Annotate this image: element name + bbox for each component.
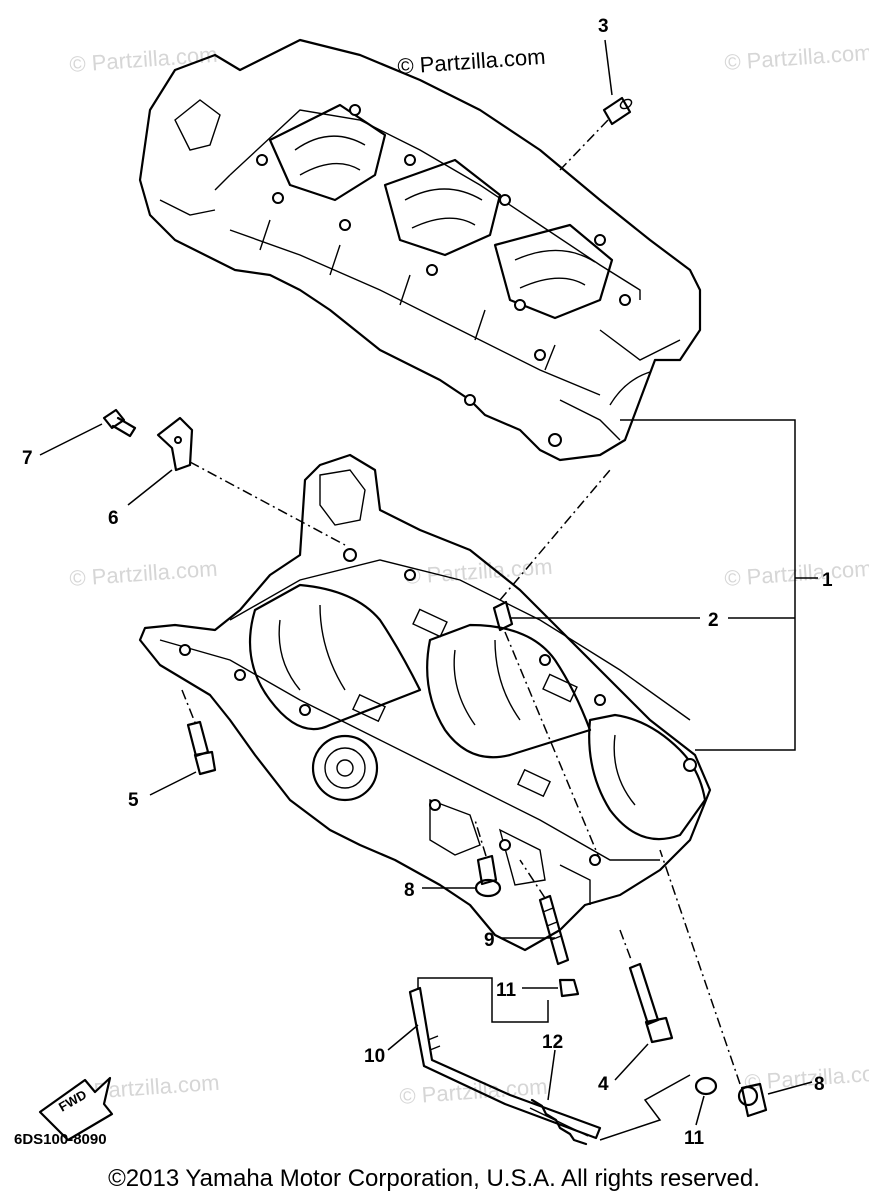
watermark: © Partzilla.com	[69, 42, 219, 77]
callout-11-lower: 11	[684, 1128, 705, 1149]
leader-lines	[39, 39, 818, 1141]
bracket-6	[156, 416, 194, 472]
callout-9: 9	[484, 930, 495, 951]
callout-8-upper: 8	[404, 880, 415, 901]
callout-7: 7	[22, 448, 33, 469]
long-bolt-4	[628, 962, 674, 1044]
callout-1: 1	[822, 570, 833, 591]
watermark-layer: © Partzilla.com © Partzilla.com © Partzi…	[69, 40, 869, 1109]
watermark: © Partzilla.com	[69, 556, 219, 591]
callout-2: 2	[708, 610, 719, 631]
pipe-10	[408, 986, 602, 1140]
watermark-main: © Partzilla.com	[397, 44, 547, 79]
dowel-pin-2	[492, 600, 514, 632]
callout-labels: 3 1 2 7 6 5 8 9 11 10 12 4 11 8	[22, 16, 833, 1149]
callout-6: 6	[108, 508, 119, 529]
callout-5: 5	[128, 790, 139, 811]
upper-crankcase	[138, 38, 702, 462]
lower-crankcase	[138, 453, 712, 952]
plug-8-upper	[474, 854, 502, 898]
callout-3: 3	[598, 16, 609, 37]
watermark: © Partzilla.com	[724, 40, 869, 75]
bolt-7	[102, 408, 137, 438]
dowel-pin-3	[602, 96, 633, 126]
callout-4: 4	[598, 1074, 609, 1095]
watermark: © Partzilla.com	[724, 556, 869, 591]
spring-12	[529, 1098, 589, 1146]
fitting-8-lower	[737, 1082, 768, 1118]
bolt-5	[186, 720, 217, 776]
diagram-code: 6DS100-8090	[14, 1131, 107, 1148]
callout-10: 10	[364, 1046, 385, 1067]
nut-11-upper	[558, 978, 580, 998]
callout-11-upper: 11	[496, 980, 517, 1001]
callout-8-lower: 8	[814, 1074, 825, 1095]
callout-12: 12	[542, 1032, 563, 1053]
nut-11-lower	[694, 1076, 718, 1096]
copyright-footer: ©2013 Yamaha Motor Corporation, U.S.A. A…	[108, 1165, 760, 1192]
stud-9	[538, 894, 570, 966]
